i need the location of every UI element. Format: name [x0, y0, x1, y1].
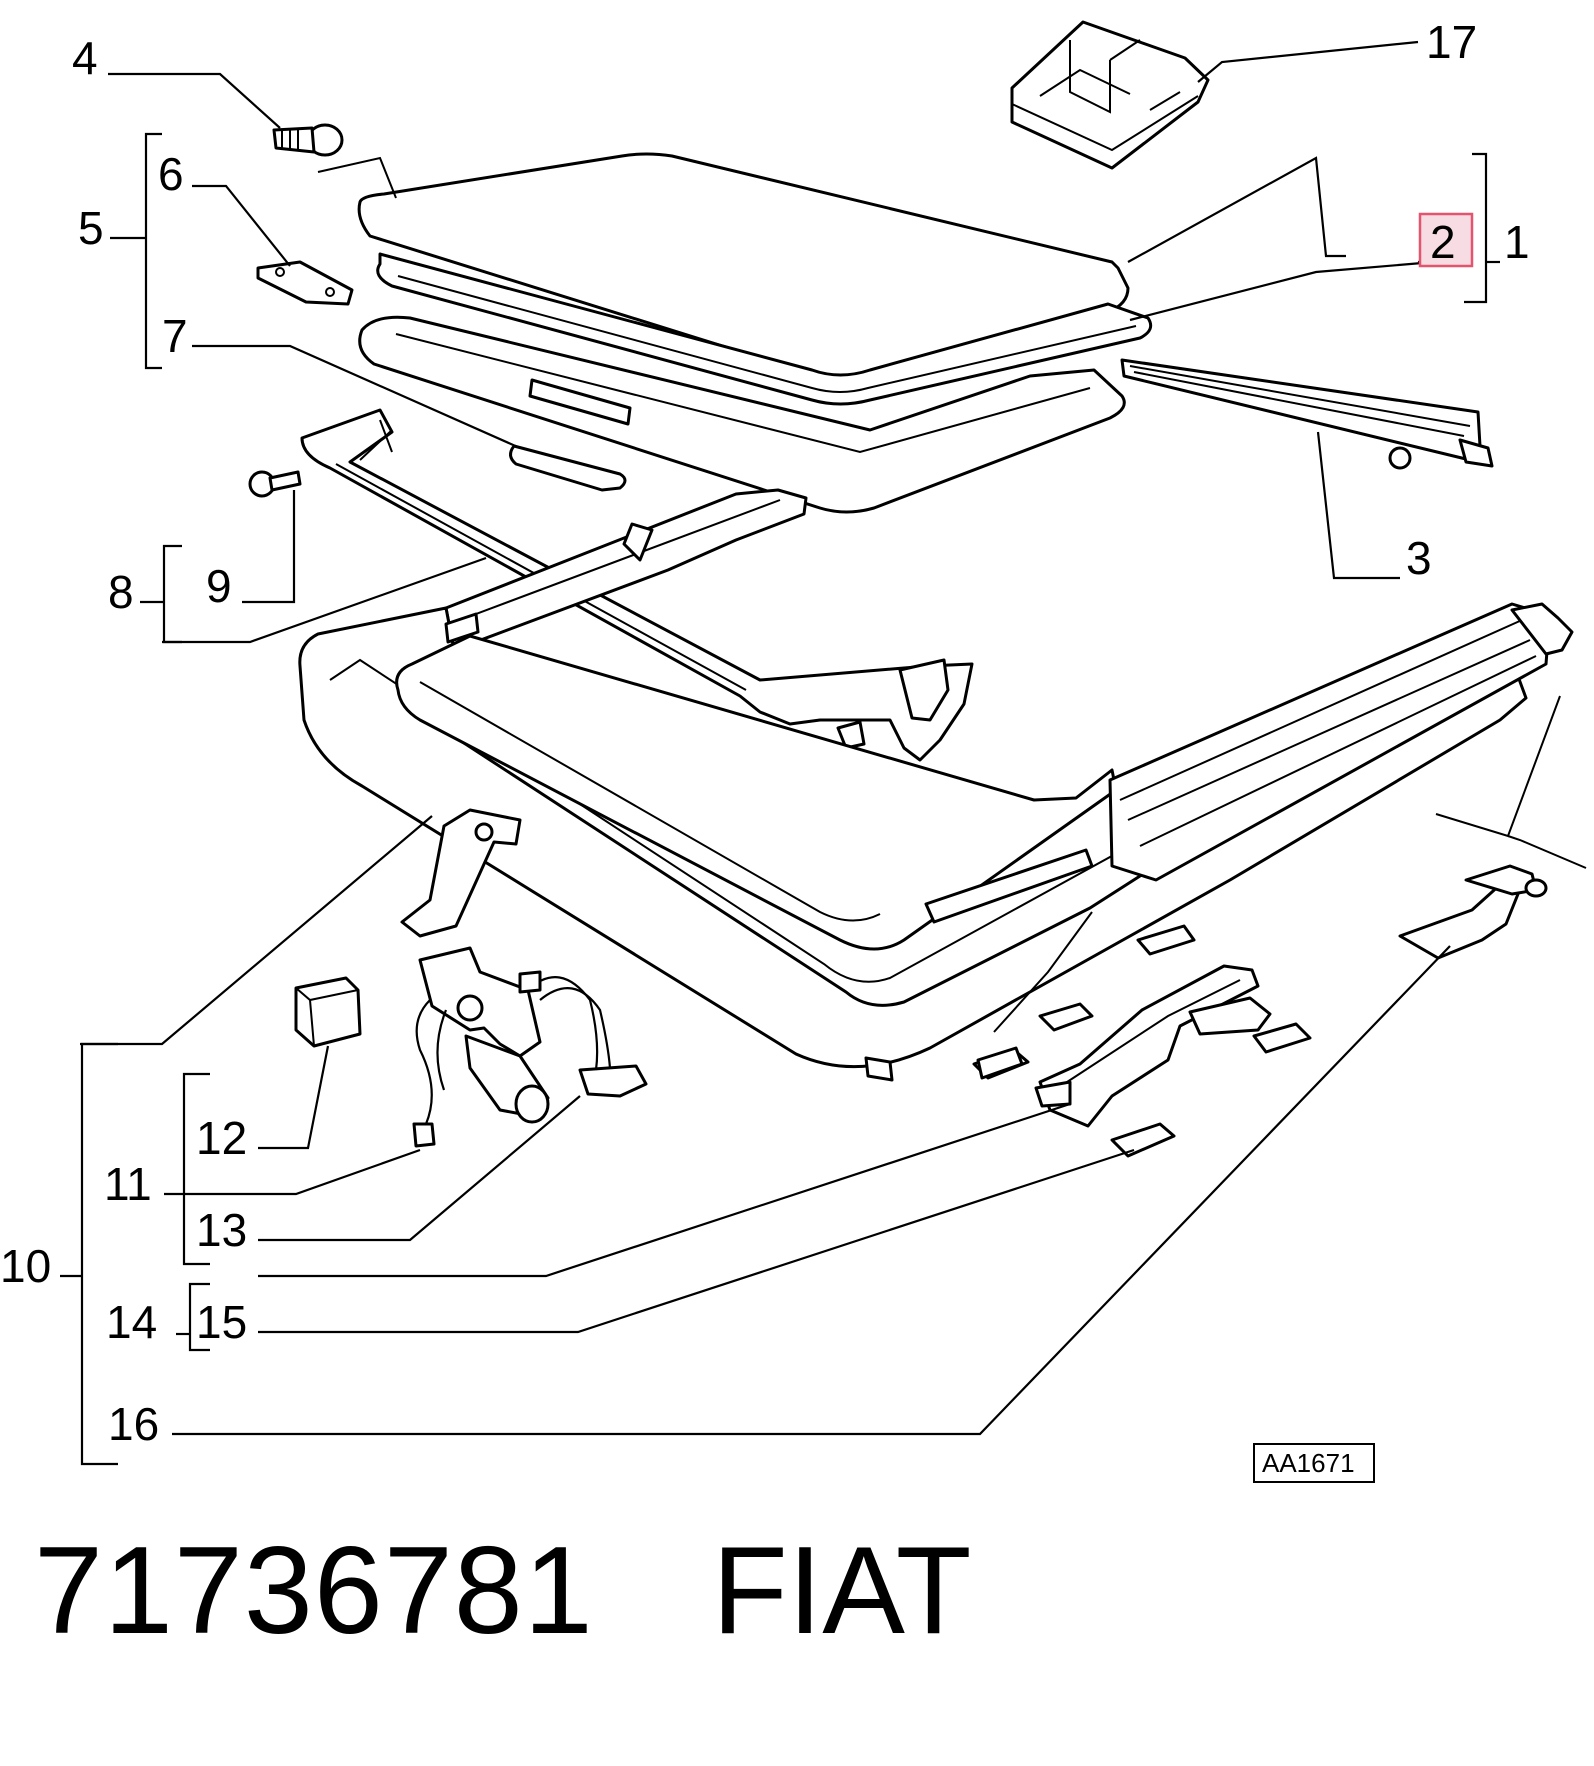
callout-9: 9 — [206, 560, 232, 612]
callout-12: 12 — [196, 1112, 247, 1164]
part-9-screw — [248, 470, 302, 498]
part-13-connector — [518, 970, 648, 1098]
callout-1: 1 — [1504, 216, 1530, 268]
callout-17: 17 — [1426, 16, 1477, 68]
part-15-clip-a — [1110, 1122, 1176, 1158]
part-15-clip-f — [976, 1046, 1024, 1080]
part-14-mechanism — [1034, 964, 1272, 1128]
part-1-glass-panel — [357, 152, 1153, 406]
part-10-frame-assembly — [298, 488, 1574, 1082]
part-number: 71736781 — [34, 1522, 594, 1660]
callout-14: 14 — [106, 1296, 157, 1348]
callout-3: 3 — [1406, 532, 1432, 584]
part-7-headliner-panel — [358, 315, 1126, 514]
callout-2-highlight — [1418, 212, 1474, 268]
reference-code: AA1671 — [1262, 1448, 1355, 1478]
callout-13: 13 — [196, 1204, 247, 1256]
callout-10: 10 — [0, 1240, 51, 1292]
callout-16: 16 — [108, 1398, 159, 1450]
group-brackets — [60, 132, 1500, 1466]
part-15-clip-d — [1136, 924, 1196, 956]
callout-2: 2 — [1430, 216, 1456, 268]
callout-15: 15 — [196, 1296, 247, 1348]
leader-lines — [80, 40, 1587, 1436]
part-8-guide-frame — [300, 408, 974, 762]
part-3-side-rail — [1120, 358, 1494, 470]
callout-6: 6 — [158, 148, 184, 200]
part-17-slider-block — [1010, 20, 1210, 170]
callout-7: 7 — [162, 310, 188, 362]
brand-name: FIAT — [712, 1522, 972, 1660]
part-15-clip-c — [1038, 1002, 1094, 1032]
part-12-relay — [294, 976, 362, 1048]
part-16-rail-end-bracket — [1398, 864, 1548, 960]
callout-8: 8 — [108, 566, 134, 618]
callout-5: 5 — [78, 202, 104, 254]
part-6-bracket — [256, 260, 354, 306]
part-15-clip-e — [1252, 1022, 1312, 1054]
callout-11: 11 — [104, 1158, 152, 1210]
callout-labels: 17 4 6 5 2 1 7 3 9 8 12 11 13 10 14 15 1… — [0, 16, 1530, 1450]
part-4-bolt — [272, 123, 344, 157]
part-11-motor — [412, 946, 550, 1148]
reference-code-box: AA1671 — [1253, 1443, 1375, 1483]
callout-4: 4 — [72, 32, 98, 84]
